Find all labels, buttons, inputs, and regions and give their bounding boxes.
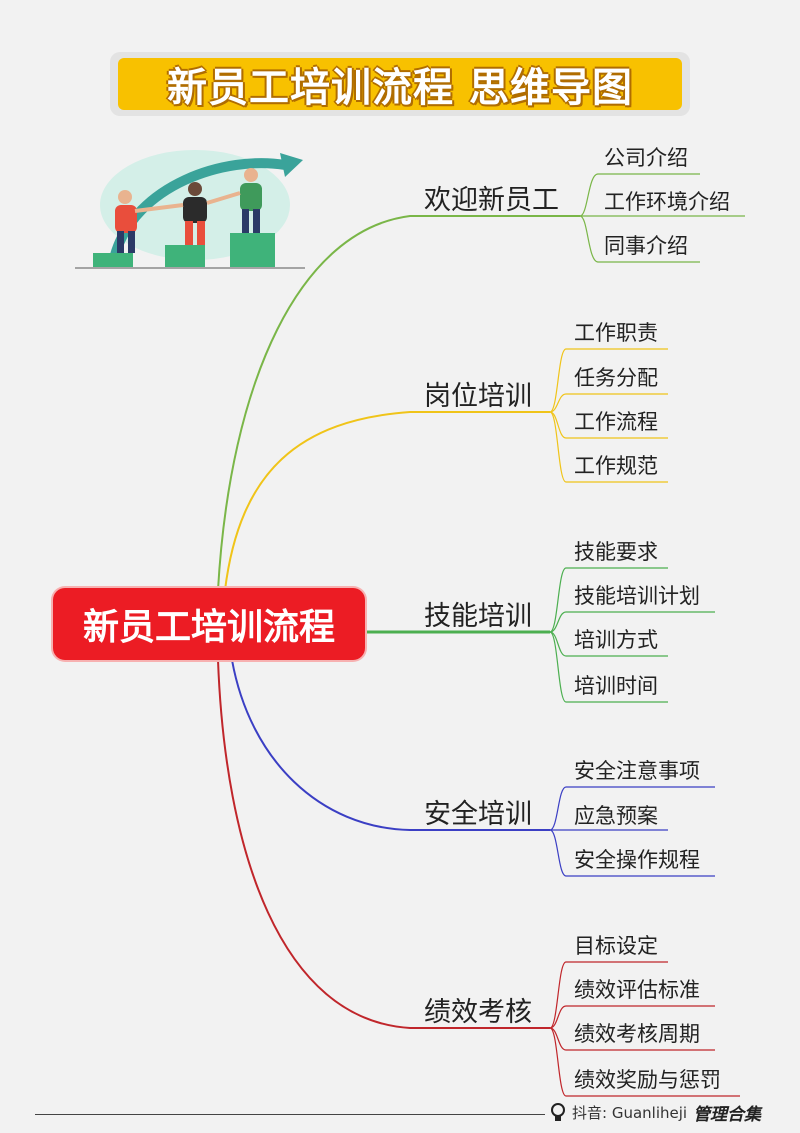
footer-platform: 抖音: Guanliheji	[572, 1104, 688, 1122]
branch-performance: 绩效考核	[424, 997, 532, 1028]
connector-branch-1	[217, 215, 580, 591]
branch-position-training: 岗位培训	[424, 381, 532, 412]
leaf-item: 绩效奖励与惩罚	[574, 1068, 721, 1092]
footer-divider	[35, 1114, 545, 1115]
leaf-item: 目标设定	[574, 934, 658, 958]
footer-brand: 管理合集	[693, 1105, 762, 1125]
branch-skill-training: 技能培训	[424, 601, 532, 632]
leaf-item: 培训时间	[574, 674, 658, 698]
leaf-item: 技能要求	[574, 540, 658, 564]
leaf-item: 应急预案	[574, 804, 658, 828]
leaf-connectors-1	[579, 173, 745, 263]
leaf-item: 工作职责	[574, 321, 658, 345]
connector-branch-2	[224, 411, 550, 591]
leaf-item: 绩效考核周期	[574, 1022, 700, 1046]
title-banner: 新员工培训流程 思维导图	[110, 52, 690, 116]
connector-branch-5	[217, 659, 550, 1029]
leaf-item: 培训方式	[574, 628, 658, 652]
leaf-connectors-3	[549, 567, 715, 703]
page-title: 新员工培训流程 思维导图	[118, 58, 682, 111]
leaf-item: 安全操作规程	[574, 848, 700, 872]
connector-branch-4	[231, 659, 550, 831]
teamwork-climbing-illustration-icon	[75, 150, 305, 269]
central-node: 新员工培训流程	[53, 588, 365, 660]
leaf-connectors-2	[549, 348, 668, 483]
leaf-item: 同事介绍	[604, 234, 688, 258]
branch-safety-training: 安全培训	[424, 799, 532, 830]
footer: 抖音: Guanliheji 管理合集	[550, 1100, 761, 1125]
leaf-item: 工作规范	[574, 454, 658, 478]
leaf-item: 公司介绍	[604, 146, 688, 170]
leaf-item: 技能培训计划	[574, 584, 700, 608]
leaf-item: 安全注意事项	[574, 759, 700, 783]
leaf-connectors-4	[549, 786, 715, 877]
lightbulb-icon	[551, 1102, 565, 1121]
leaf-item: 工作环境介绍	[604, 190, 730, 214]
leaf-item: 任务分配	[574, 366, 658, 390]
leaf-item: 工作流程	[574, 410, 658, 434]
leaf-item: 绩效评估标准	[574, 978, 700, 1002]
branch-welcome: 欢迎新员工	[424, 185, 559, 216]
leaf-connectors-5	[549, 961, 740, 1097]
